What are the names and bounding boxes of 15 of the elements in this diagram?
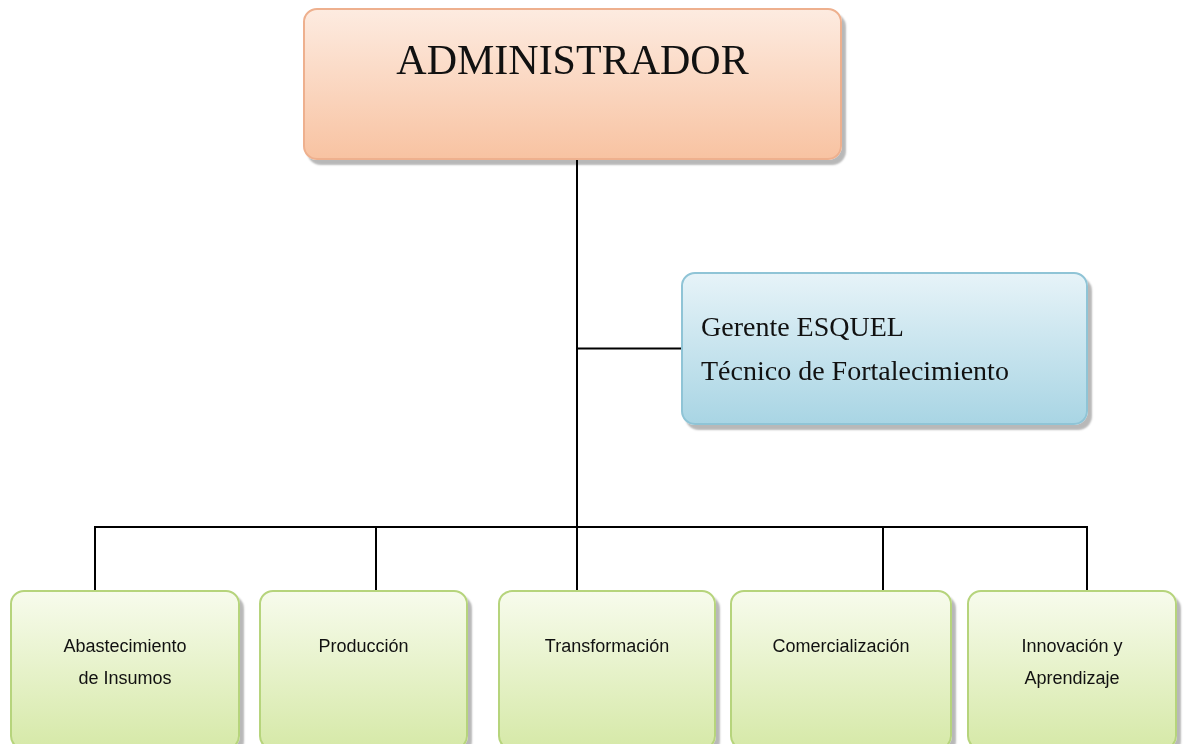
staff-box: [681, 272, 1088, 425]
department-box: [967, 590, 1177, 744]
department-box: [259, 590, 468, 744]
department-text: Innovación y Aprendizaje: [1020, 635, 1124, 690]
title-text: ADMINISTRADOR: [396, 36, 749, 84]
department-text: Abastecimiento de Insumos: [62, 635, 188, 690]
department-box: [10, 590, 240, 744]
department-box: [730, 590, 952, 744]
department-text: Producción: [318, 635, 409, 658]
department-text: Comercialización: [772, 635, 910, 658]
department-box: [498, 590, 716, 744]
role-text: Técnico de Fortalecimiento: [701, 353, 1009, 388]
role-text: Gerente ESQUEL: [701, 309, 904, 344]
department-text: Transformación: [544, 635, 670, 658]
head-box: [303, 8, 842, 160]
